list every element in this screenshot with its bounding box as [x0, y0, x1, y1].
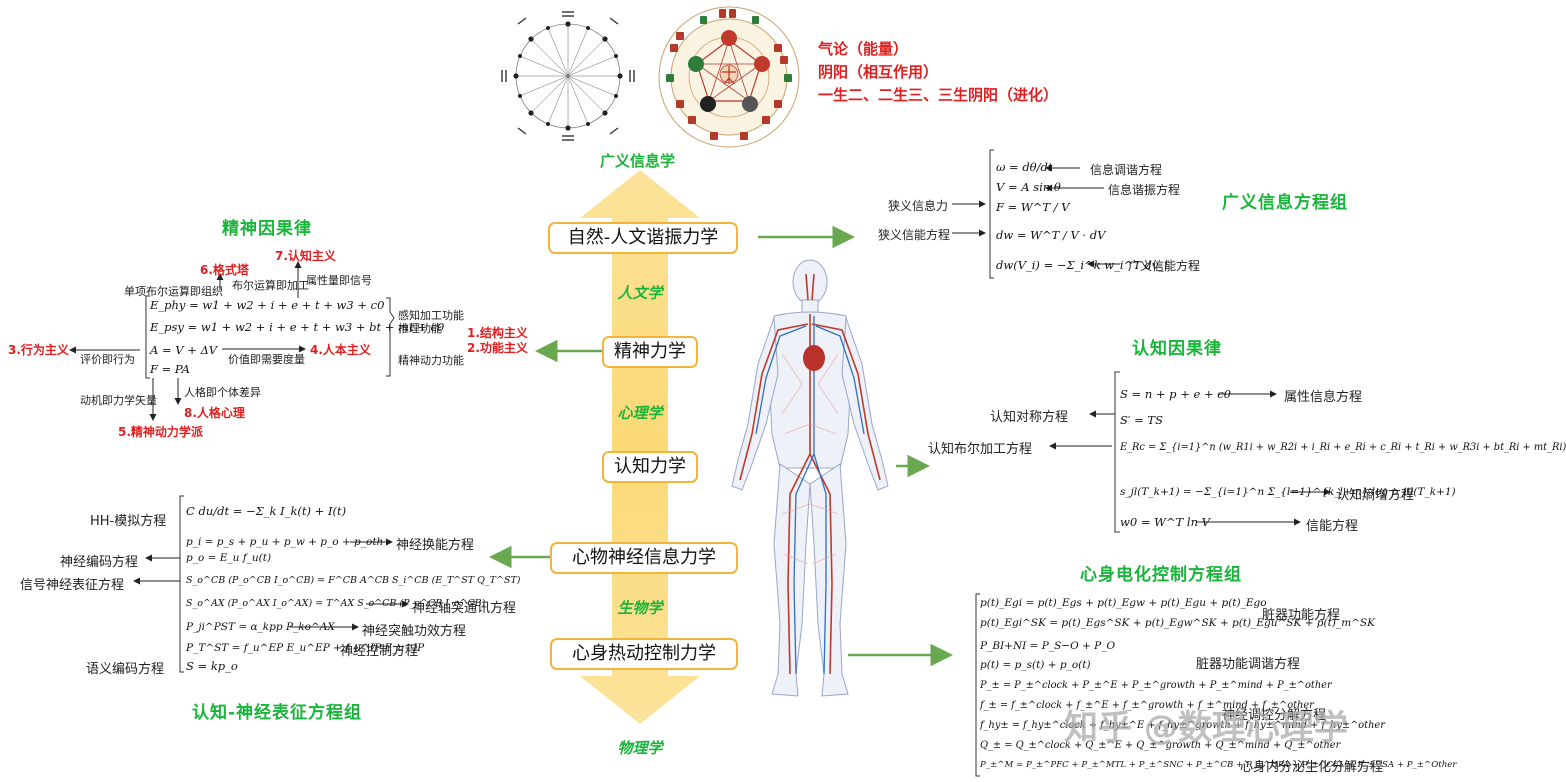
label-perception-function: 感知加工功能: [398, 309, 464, 322]
eq-psy-6: f_± = f_±^clock + f_±^E + f_±^growth + f…: [980, 700, 1314, 711]
connector-arrows: [69, 149, 1331, 777]
label-cognitive-entropy: 认知熵增方程: [1336, 488, 1415, 503]
qi-note-energy: 气论（能量）: [818, 40, 909, 58]
eq-psy-8: Q_± = Q_±^clock + Q_±^E + Q_±^growth + Q…: [980, 740, 1341, 751]
label-cognitive-symmetry: 认知对称方程: [990, 410, 1069, 425]
label-neural-regulation: 神经调控分解方程: [1222, 708, 1327, 723]
school-cognitivism: 7.认知主义: [275, 249, 336, 263]
five-elements-diagram-icon: [658, 6, 800, 148]
label-synapse-efficacy: 神经突触功效方程: [362, 624, 467, 639]
eq-spirit-epsy: E_psy = w1 + w2 + i + e + t + w3 + bt + …: [150, 320, 445, 334]
label-semantic-coding: 语义编码方程: [86, 662, 165, 677]
label-info-energy: 信能方程: [1306, 519, 1359, 534]
central-axis-arrow: [580, 170, 700, 724]
zhihu-watermark: 知乎 @数理心理学: [1064, 708, 1348, 748]
school-gestalt: 6.格式塔: [200, 263, 249, 277]
label-info-tuning: 信息调谐方程: [1090, 163, 1163, 177]
axis-top-label: 广义信息学: [600, 152, 676, 170]
label-neural-control: 神经控制方程: [340, 644, 419, 659]
school-psychodynamic: 5.精神动力学派: [118, 425, 203, 439]
label-organ-tuning: 脏器功能调谐方程: [1196, 657, 1301, 672]
eq-cognition-ts: S′ = TS: [1120, 413, 1163, 427]
eq-psy-7: f_hy± = f_hy±^clock + f_hy±^E + f_hy±^gr…: [980, 720, 1385, 731]
eq-spirit-f: F = PA: [150, 362, 190, 376]
eq-psy-5: P_± = P_±^clock + P_±^E + P_±^growth + P…: [980, 680, 1332, 691]
eq-spirit-ephy: E_phy = w1 + w2 + i + e + t + w3 + c0: [150, 298, 385, 312]
box-cognitive-mechanics: 认知力学: [602, 451, 698, 483]
label-cognitive-boolean: 认知布尔加工方程: [928, 442, 1033, 457]
eq-cognition-w0: w0 = W^T ln V: [1120, 515, 1210, 529]
label-endocrine-biochem: 心身内分泌生化分解方程: [1240, 760, 1384, 775]
eq-neural-pi: p_i = p_s + p_u + p_w + p_o + p_oth: [186, 536, 384, 548]
label-motive-vector: 动机即力学矢量: [80, 394, 157, 407]
neural-title: 认知-神经表征方程组: [192, 703, 363, 723]
cognition-title: 认知因果律: [1132, 339, 1222, 359]
broad-info-title: 广义信息方程组: [1222, 193, 1348, 213]
eq-neural-sax: S_o^AX (P_o^AX I_o^AX) = T^AX S_o^CB (P_…: [186, 598, 486, 609]
eq-neural-hh: C du/dt = −Σ_k I_k(t) + I(t): [186, 504, 347, 518]
label-personality-difference: 人格即个体差异: [184, 386, 261, 399]
human-circulatory-figure-icon: [731, 259, 889, 697]
eq-broad-4: dw = W^T / V · dV: [996, 228, 1106, 242]
spirit-title: 精神因果律: [222, 219, 312, 239]
layer-physics: 物理学: [617, 739, 663, 757]
qi-note-evolution: 一生二、二生三、三生阴阳（进化）: [818, 86, 1059, 104]
label-signal-representation: 信号神经表征方程: [20, 578, 125, 593]
label-neural-coding: 神经编码方程: [60, 555, 139, 570]
label-info-resonance: 信息谐振方程: [1108, 183, 1181, 197]
school-functionalism: 2.功能主义: [467, 341, 528, 355]
label-axon-communication: 神经轴突通讯方程: [412, 601, 517, 616]
layer-humanities: 人文学: [617, 284, 663, 302]
label-evaluation-behavior: 评价即行为: [80, 353, 135, 366]
label-neural-transduction: 神经换能方程: [396, 538, 475, 553]
label-value-need: 价值即需要度量: [228, 353, 305, 366]
layer-psychology: 心理学: [617, 404, 663, 422]
box-nature-humanity-resonance: 自然-人文谐振力学: [548, 222, 738, 254]
label-narrow-info-force: 狭义信息力: [888, 199, 949, 213]
eq-cognition-entropy: s_jl(T_k+1) = −Σ_{i=1}^n Σ_{l=1}^{k_l+m}…: [1120, 486, 1456, 498]
label-boolean-processing: 布尔运算即加工: [232, 279, 309, 292]
eq-neural-scb: S_o^CB (P_o^CB I_o^CB) = F^CB A^CB S_i^C…: [186, 575, 521, 586]
school-personality: 8.人格心理: [184, 406, 245, 420]
eq-neural-po: p_o = E_u f_u(t): [186, 552, 272, 564]
label-attribute-signal: 属性量即信号: [306, 274, 372, 287]
eq-psy-9: P_±^M = P_±^PFC + P_±^MTL + P_±^SNC + P_…: [980, 760, 1457, 770]
eq-neural-pst: P_ji^PST = α_kpp P_ko^AX: [186, 621, 335, 633]
school-humanism: 4.人本主义: [310, 343, 371, 357]
label-broad-info-energy: 广义信能方程: [1128, 259, 1201, 273]
school-structuralism: 1.结构主义: [467, 326, 528, 340]
label-single-boolean: 单项布尔运算即组织: [124, 285, 223, 298]
eq-broad-2: V = A sin θ: [996, 180, 1061, 194]
eq-spirit-a: A = V + ΔV: [150, 343, 218, 357]
label-narrow-info-energy: 狭义信能方程: [878, 228, 951, 242]
label-reasoning-function: 推理功能: [398, 322, 442, 335]
qi-note-yinyang: 阴阳（相互作用）: [818, 63, 939, 81]
eq-broad-1: ω = dθ/dt: [996, 160, 1053, 174]
box-psychophysical-neural: 心物神经信息力学: [550, 542, 738, 574]
eq-cognition-s: S = n + p + e + c0: [1120, 387, 1231, 401]
bagua-circle-icon: [501, 11, 635, 141]
eq-psy-2: p(t)_Egi^SK = p(t)_Egs^SK + p(t)_Egw^SK …: [980, 617, 1375, 629]
box-psychosomatic-thermo: 心身热动控制力学: [550, 638, 738, 670]
box-spirit-mechanics: 精神力学: [602, 336, 698, 368]
eq-neural-s: S = kp_o: [186, 659, 238, 673]
eq-cognition-erc: E_Rc = Σ_{i=1}^n (w_R1i + w_R2i + i_Ri +…: [1120, 442, 1566, 453]
school-behaviorism: 3.行为主义: [8, 343, 69, 357]
label-spirit-dynamic-function: 精神动力功能: [398, 354, 464, 367]
diagram-canvas: 气论（能量） 阴阳（相互作用） 一生二、二生三、三生阴阳（进化） 广义信息学 人…: [8, 6, 1566, 777]
eq-psy-4: p(t) = p_s(t) + p_o(t): [980, 659, 1091, 671]
eq-neural-pt: P_T^ST = f_u^EP E_u^EP + f_u^IP E_u^IP: [186, 642, 425, 654]
eq-broad-5: dw(V_i) = −Σ_i^k w_i^T dv_i: [996, 258, 1168, 272]
psychosomatic-title: 心身电化控制方程组: [1080, 565, 1242, 585]
eq-psy-1: p(t)_Egi = p(t)_Egs + p(t)_Egw + p(t)_Eg…: [980, 597, 1267, 609]
label-attribute-info: 属性信息方程: [1284, 390, 1363, 405]
label-organ-function: 脏器功能方程: [1262, 608, 1341, 623]
eq-broad-3: F = W^T / V: [996, 200, 1070, 214]
eq-psy-3: P_BI+NI = P_S−O + P_O: [980, 640, 1116, 652]
layer-biology: 生物学: [617, 599, 663, 617]
label-hh-model: HH-模拟方程: [90, 514, 167, 529]
